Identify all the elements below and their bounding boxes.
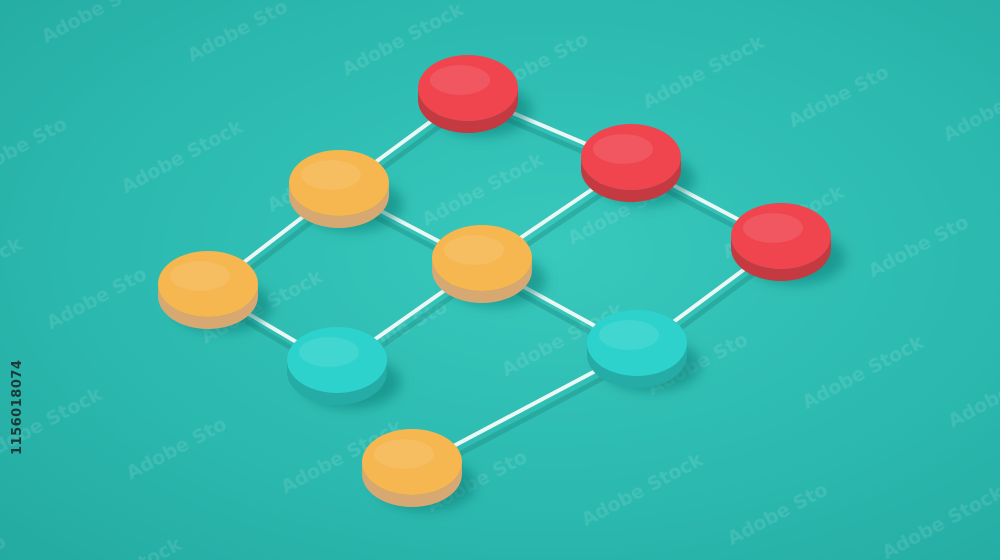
node-top xyxy=(289,150,389,216)
node-highlight xyxy=(593,134,653,164)
node-red-middle xyxy=(581,124,695,206)
node-side xyxy=(289,183,389,228)
node-top xyxy=(287,327,387,393)
node-top xyxy=(418,55,518,121)
node-side xyxy=(731,236,831,281)
node-top xyxy=(432,225,532,291)
node-red-top xyxy=(418,55,532,137)
node-side xyxy=(587,343,687,388)
node-discs xyxy=(158,55,845,511)
node-side xyxy=(362,462,462,507)
node-top xyxy=(581,124,681,190)
node-highlight xyxy=(599,320,659,350)
node-highlight xyxy=(444,235,504,265)
node-teal-right xyxy=(587,310,701,392)
node-side xyxy=(418,88,518,133)
node-side xyxy=(581,157,681,202)
node-top xyxy=(158,251,258,317)
node-highlight xyxy=(299,337,359,367)
node-highlight xyxy=(170,261,230,291)
node-highlight xyxy=(374,439,434,469)
stock-id-label: 1156018074 xyxy=(10,359,25,455)
node-top xyxy=(731,203,831,269)
node-orange-left xyxy=(158,251,272,333)
node-orange-bottom xyxy=(362,429,476,511)
node-side xyxy=(287,360,387,405)
node-highlight xyxy=(743,213,803,243)
node-top xyxy=(362,429,462,495)
node-side xyxy=(432,258,532,303)
node-teal-left xyxy=(287,327,401,409)
node-orange-center xyxy=(432,225,546,307)
node-side xyxy=(158,284,258,329)
node-highlight xyxy=(301,160,361,190)
node-highlight xyxy=(430,65,490,95)
node-orange-upper xyxy=(289,150,403,232)
node-red-right xyxy=(731,203,845,285)
node-top xyxy=(587,310,687,376)
